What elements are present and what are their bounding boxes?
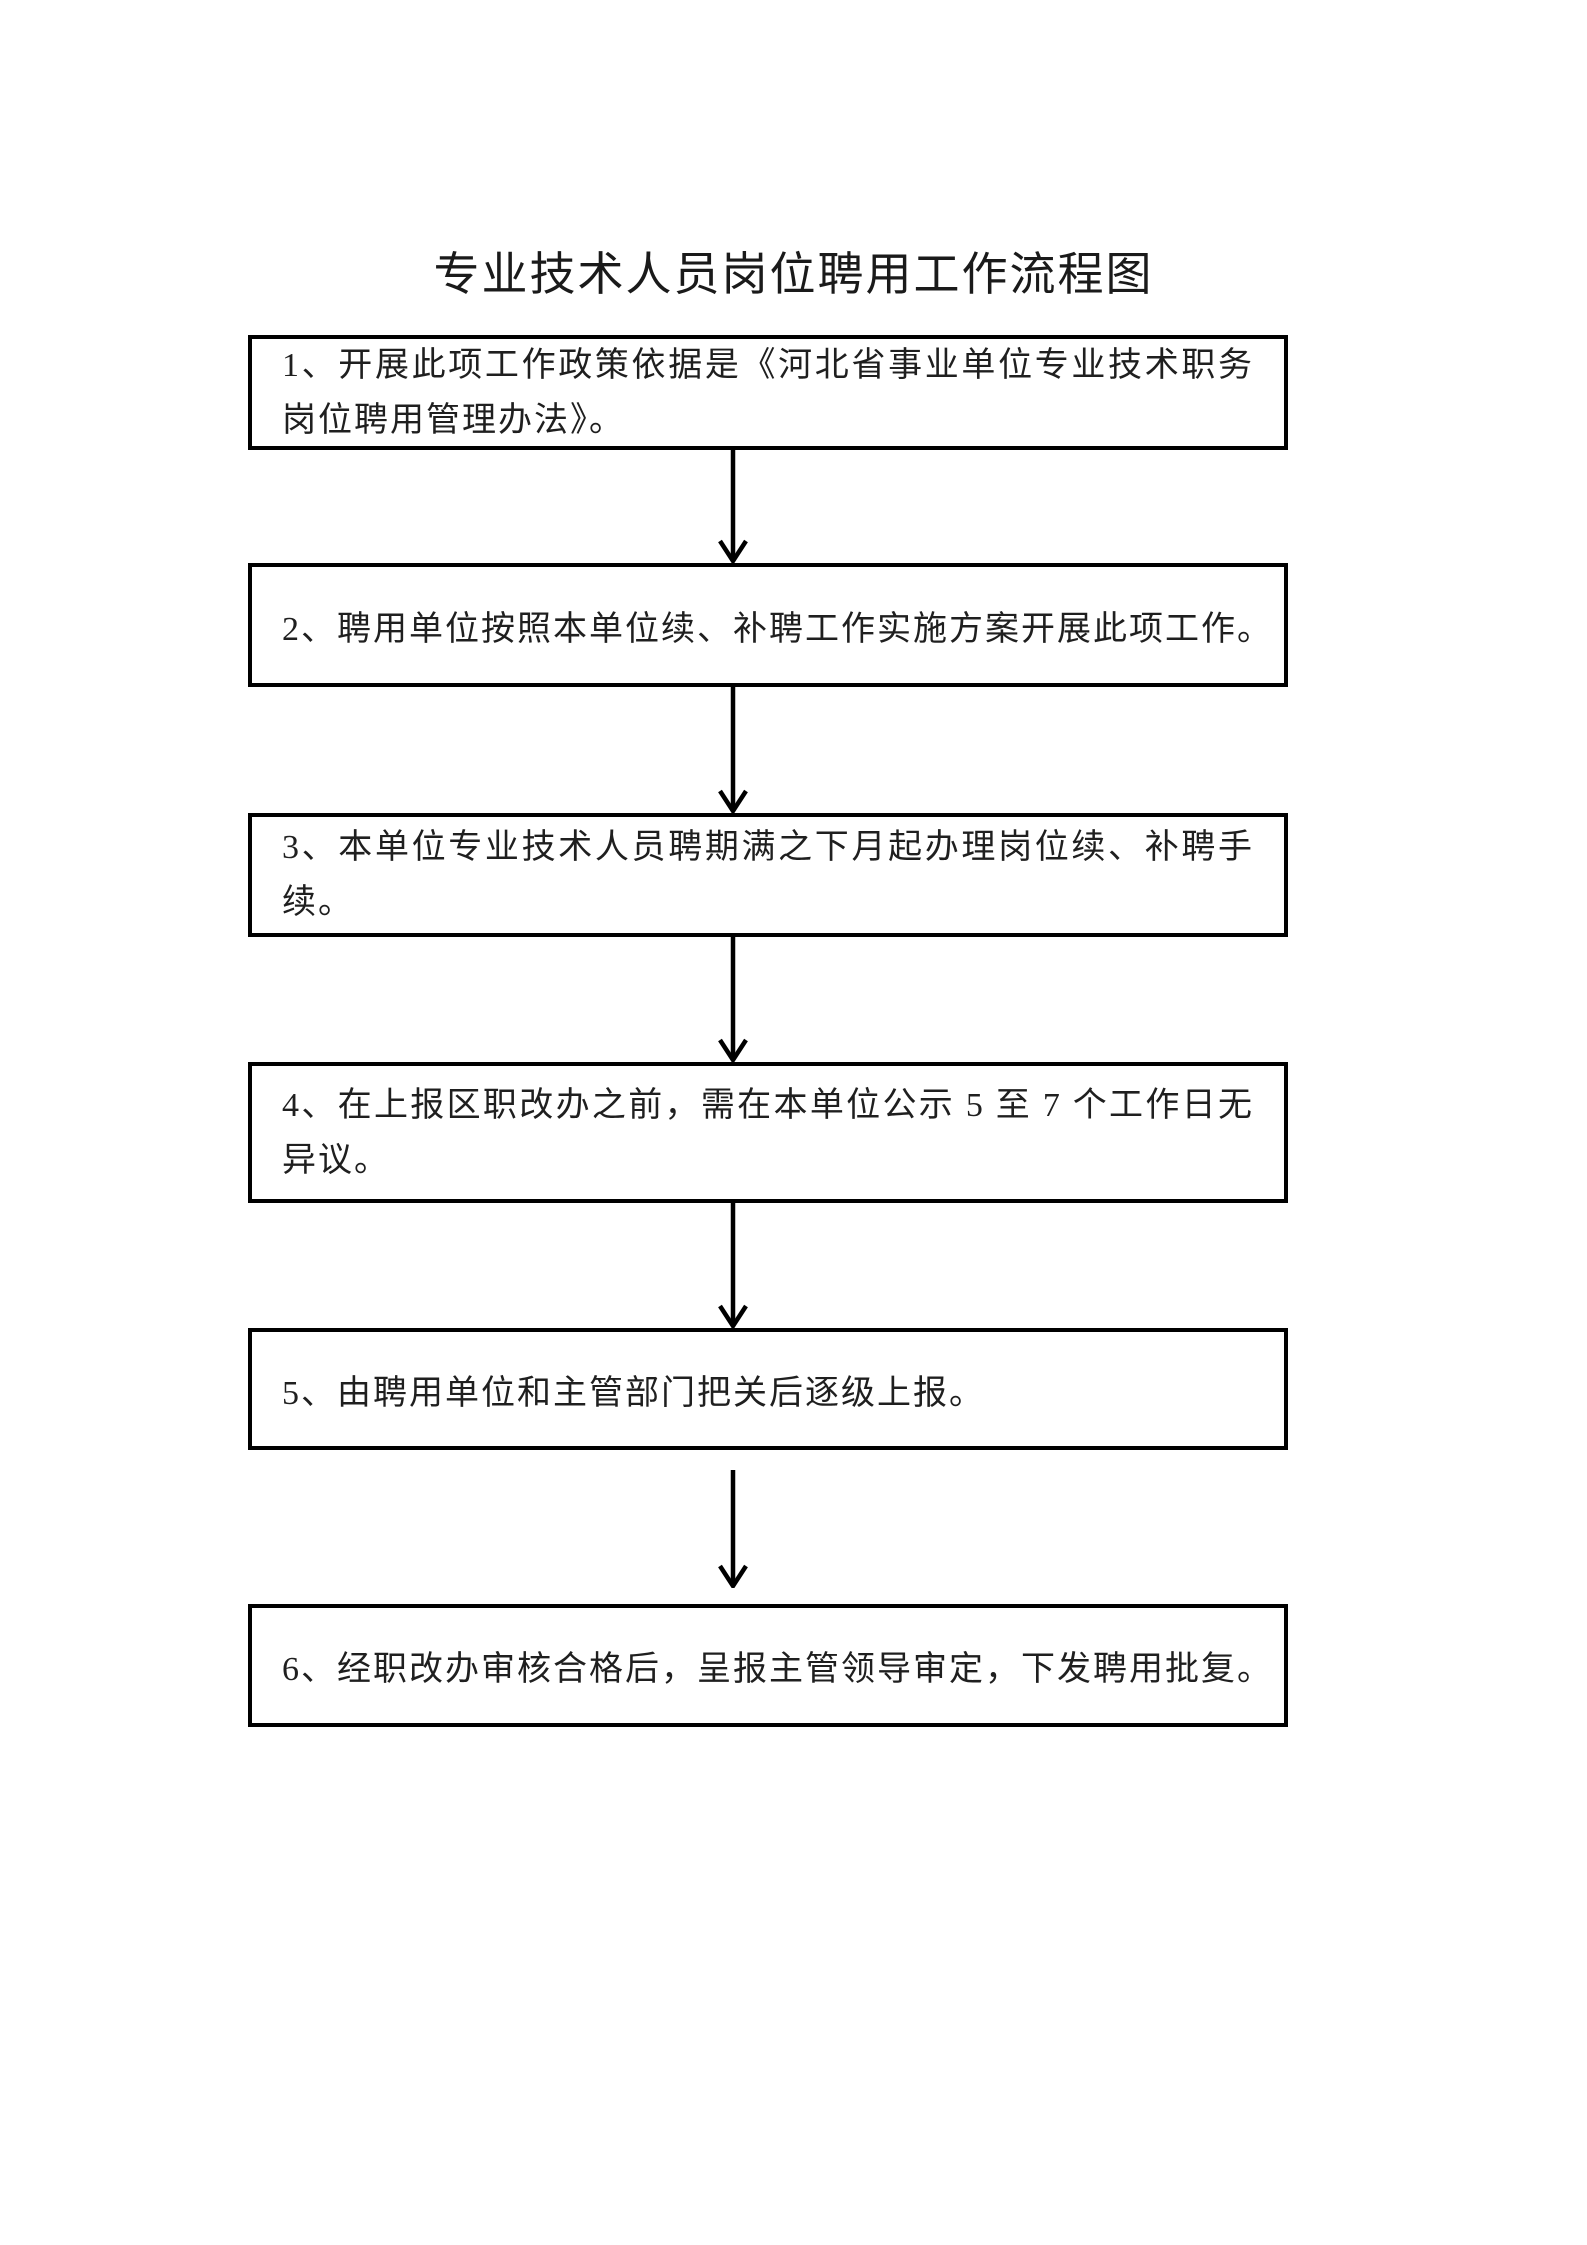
- down-arrow-icon: [718, 450, 748, 563]
- flow-step-4-label: 4、在上报区职改办之前，需在本单位公示 5 至 7 个工作日无异议。: [282, 1086, 1254, 1179]
- down-arrow-icon: [718, 1203, 748, 1328]
- flow-step-5: 5、由聘用单位和主管部门把关后逐级上报。: [248, 1328, 1288, 1450]
- flow-step-6-label: 6、经职改办审核合格后，呈报主管领导审定，下发聘用批复。: [282, 1651, 1273, 1688]
- flow-step-2: 2、聘用单位按照本单位续、补聘工作实施方案开展此项工作。: [248, 563, 1288, 687]
- flow-step-6: 6、经职改办审核合格后，呈报主管领导审定，下发聘用批复。: [248, 1604, 1288, 1727]
- flow-step-4: 4、在上报区职改办之前，需在本单位公示 5 至 7 个工作日无异议。: [248, 1062, 1288, 1203]
- down-arrow-icon: [718, 687, 748, 813]
- flow-step-3-label: 3、本单位专业技术人员聘期满之下月起办理岗位续、补聘手续。: [282, 829, 1254, 921]
- down-arrow-icon: [718, 1470, 748, 1588]
- page-title: 专业技术人员岗位聘用工作流程图: [433, 249, 1154, 300]
- flow-step-1-label: 1、开展此项工作政策依据是《河北省事业单位专业技术职务岗位聘用管理办法》。: [282, 346, 1254, 439]
- flow-step-1: 1、开展此项工作政策依据是《河北省事业单位专业技术职务岗位聘用管理办法》。: [248, 335, 1288, 450]
- down-arrow-icon: [718, 937, 748, 1062]
- flow-step-3: 3、本单位专业技术人员聘期满之下月起办理岗位续、补聘手续。: [248, 813, 1288, 937]
- flow-step-2-label: 2、聘用单位按照本单位续、补聘工作实施方案开展此项工作。: [282, 610, 1273, 648]
- flow-step-5-label: 5、由聘用单位和主管部门把关后逐级上报。: [282, 1374, 985, 1412]
